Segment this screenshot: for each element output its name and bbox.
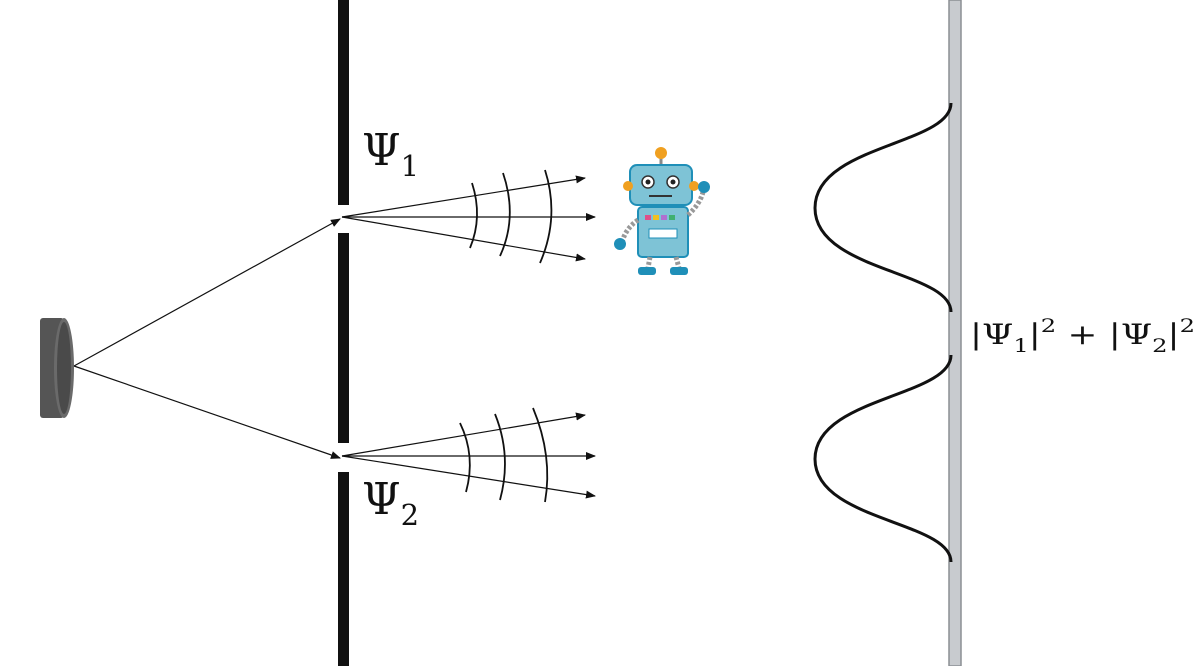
intensity-peak-2 (813, 354, 953, 563)
psi-2-label: Ψ2 (362, 474, 419, 532)
ray-to-slit-1 (73, 218, 341, 367)
robot-observer-icon (614, 147, 710, 275)
intensity-profile (813, 102, 953, 563)
double-slit-barrier (338, 0, 349, 666)
intensity-peak-1 (813, 102, 953, 313)
barrier-top-segment (338, 0, 349, 205)
slit-1-outgoing-rays (341, 175, 596, 262)
barrier-bottom-segment (338, 472, 349, 666)
slit-2-wavefronts (459, 407, 549, 503)
slit-1-wavefronts (469, 169, 553, 264)
particle-source-icon (40, 318, 74, 418)
ray-to-slit-2 (73, 365, 341, 459)
psi-1-label: Ψ1 (362, 125, 419, 183)
incident-rays (73, 218, 341, 459)
detection-screen (948, 0, 962, 666)
barrier-middle-segment (338, 233, 349, 443)
